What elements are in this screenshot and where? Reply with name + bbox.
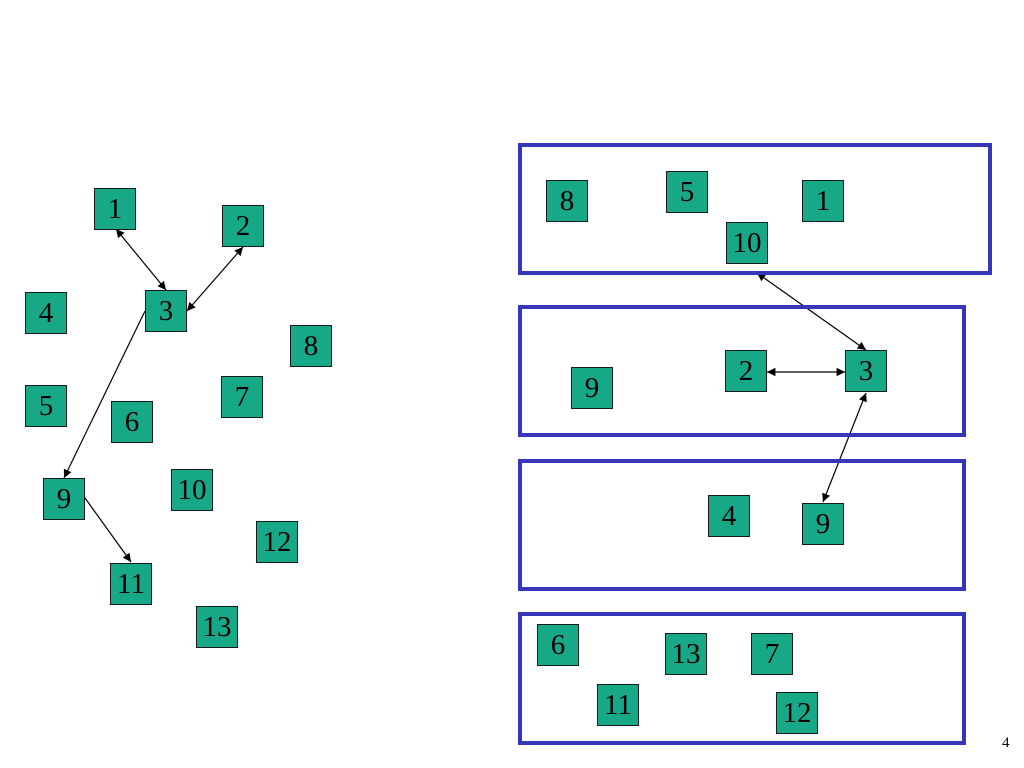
left-node-5: 5 [25,385,67,427]
group-box-2 [518,305,966,437]
right-node-13: 13 [665,633,707,675]
group-box-3 [518,459,966,591]
group-box-1 [518,143,992,275]
left-node-7: 7 [221,376,263,418]
group-box-4 [518,612,966,745]
left-edge-3-2 [186,246,244,312]
right-node-6: 6 [537,624,579,666]
right-node-9: 9 [802,503,844,545]
right-node-12: 12 [776,692,818,734]
left-node-4: 4 [25,292,67,334]
left-node-9: 9 [43,478,85,520]
right-node-3: 3 [845,350,887,392]
left-node-6: 6 [111,401,153,443]
page-number: 4 [1002,735,1010,751]
right-node-7: 7 [751,633,793,675]
right-node-2: 2 [725,350,767,392]
left-node-3: 3 [145,290,187,332]
right-node-5: 5 [666,171,708,213]
left-node-1: 1 [94,188,136,230]
right-node-11: 11 [597,684,639,726]
left-node-11: 11 [110,563,152,605]
left-edge-9-11 [84,497,132,563]
left-node-13: 13 [196,606,238,648]
right-node-10: 10 [726,222,768,264]
left-node-8: 8 [290,325,332,367]
left-node-10: 10 [171,469,213,511]
left-node-2: 2 [222,205,264,247]
left-edge-3-9 [63,310,146,479]
right-node-1: 1 [802,180,844,222]
right-node-8: 8 [546,180,588,222]
right-node-4: 4 [708,495,750,537]
right-node-9-top: 9 [571,367,613,409]
left-edge-1-3 [115,228,167,291]
left-node-12: 12 [256,521,298,563]
